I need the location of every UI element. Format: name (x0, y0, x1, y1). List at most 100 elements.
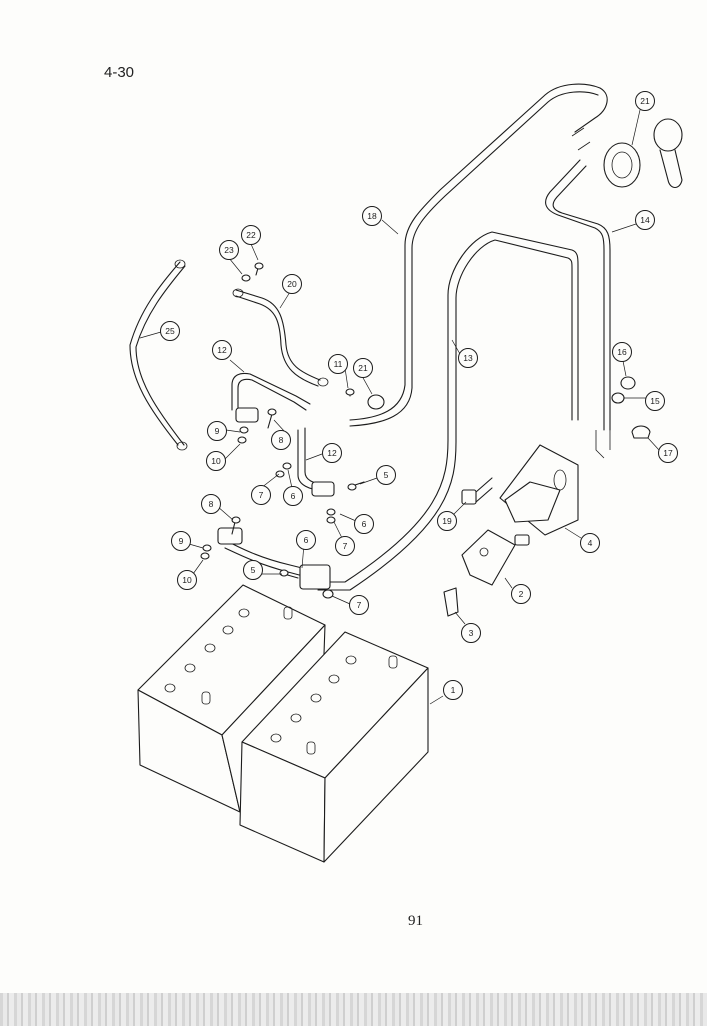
callout-25-label: 25 (165, 326, 175, 336)
callout-3: 3 (461, 623, 481, 643)
callout-6-lower: 6 (296, 530, 316, 550)
callout-5-upper-label: 5 (384, 470, 389, 480)
callout-9-upper-label: 9 (215, 426, 220, 436)
callout-7-lower-label: 7 (357, 600, 362, 610)
callout-11: 11 (328, 354, 348, 374)
callout-12-upper-label: 12 (217, 345, 227, 355)
callout-5-upper: 5 (376, 465, 396, 485)
callout-5-lower-label: 5 (251, 565, 256, 575)
callout-7-right: 7 (335, 536, 355, 556)
grommet-24 (367, 394, 385, 410)
callout-18-label: 18 (367, 211, 377, 221)
bolt-8-lower (231, 516, 241, 535)
nut-7-lower (322, 589, 334, 599)
callout-8-upper: 8 (271, 430, 291, 450)
callout-3-label: 3 (469, 628, 474, 638)
callout-23: 23 (219, 240, 239, 260)
callout-12-lower-label: 12 (327, 448, 337, 458)
jumper-cable-12-upper (231, 372, 311, 423)
callout-1: 1 (443, 680, 463, 700)
callout-9-lower-label: 9 (179, 536, 184, 546)
callout-1-label: 1 (451, 685, 456, 695)
switch-bracket-4 (499, 444, 579, 536)
callout-6-mid: 6 (283, 486, 303, 506)
callout-9-upper: 9 (207, 421, 227, 441)
callout-19: 19 (437, 511, 457, 531)
callout-10-upper-label: 10 (211, 456, 221, 466)
nut-10-upper (237, 436, 247, 444)
nut-10-lower (200, 552, 210, 560)
callout-21-top: 21 (635, 91, 655, 111)
washer-15 (611, 392, 625, 404)
callout-13: 13 (458, 348, 478, 368)
jumper-cable-12-lower (297, 427, 335, 497)
callout-2-label: 2 (519, 589, 524, 599)
callout-6-mid-label: 6 (291, 491, 296, 501)
bolt-8-upper (267, 408, 277, 429)
callout-7-right-label: 7 (343, 541, 348, 551)
battery-terminal-cable (217, 527, 331, 590)
callout-12-upper: 12 (212, 340, 232, 360)
callout-13-label: 13 (463, 353, 473, 363)
callout-10-lower-label: 10 (182, 575, 192, 585)
callout-17-label: 17 (663, 448, 673, 458)
callout-18: 18 (362, 206, 382, 226)
callout-21-mid-label: 21 (358, 363, 368, 373)
bolt-19 (461, 477, 493, 505)
nut-7-right (326, 516, 336, 524)
bolt-11 (345, 388, 355, 397)
cable-20 (232, 288, 329, 387)
page-number: 91 (408, 913, 423, 929)
battery-cable-14 (545, 159, 611, 459)
callout-9-lower: 9 (171, 531, 191, 551)
callout-22: 22 (241, 225, 261, 245)
callout-8-upper-label: 8 (279, 435, 284, 445)
callout-7-mid: 7 (251, 485, 271, 505)
callout-15: 15 (645, 391, 665, 411)
nut-7-mid (275, 470, 285, 478)
callout-16-label: 16 (617, 347, 627, 357)
callout-23-label: 23 (224, 245, 234, 255)
callout-21-top-label: 21 (640, 96, 650, 106)
switch-key-3 (443, 587, 459, 617)
connector-plug-21 (603, 118, 683, 189)
washer-9-upper (239, 426, 249, 434)
callout-5-lower: 5 (243, 560, 263, 580)
battery-front (239, 631, 429, 863)
bolt-5-lower (279, 569, 299, 579)
callout-6-lower-label: 6 (304, 535, 309, 545)
callout-7-mid-label: 7 (259, 490, 264, 500)
callout-4-label: 4 (588, 538, 593, 548)
battery-front-cells (270, 655, 398, 755)
nut-23 (241, 274, 251, 282)
callout-10-upper: 10 (206, 451, 226, 471)
callout-17: 17 (658, 443, 678, 463)
ground-strap-25 (129, 259, 188, 451)
callout-10-lower: 10 (177, 570, 197, 590)
callout-20: 20 (282, 274, 302, 294)
battery-rear-cells (164, 606, 293, 705)
callout-12-lower: 12 (322, 443, 342, 463)
callout-8-lower-label: 8 (209, 499, 214, 509)
callout-2: 2 (511, 584, 531, 604)
washer-6-right (326, 508, 336, 516)
cap-16 (620, 376, 636, 390)
callout-6-right: 6 (354, 514, 374, 534)
scan-edge-strip (0, 993, 707, 1026)
callout-7-lower: 7 (349, 595, 369, 615)
callout-21-mid: 21 (353, 358, 373, 378)
bolt-22 (254, 262, 264, 276)
callout-15-label: 15 (650, 396, 660, 406)
callout-20-label: 20 (287, 279, 297, 289)
battery-switch-2 (461, 529, 530, 586)
callout-6-right-label: 6 (362, 519, 367, 529)
callout-19-label: 19 (442, 516, 452, 526)
callout-14: 14 (635, 210, 655, 230)
callout-14-label: 14 (640, 215, 650, 225)
callout-16: 16 (612, 342, 632, 362)
battery-cable-13 (317, 231, 579, 591)
cap-17 (631, 425, 651, 439)
callout-22-label: 22 (246, 230, 256, 240)
